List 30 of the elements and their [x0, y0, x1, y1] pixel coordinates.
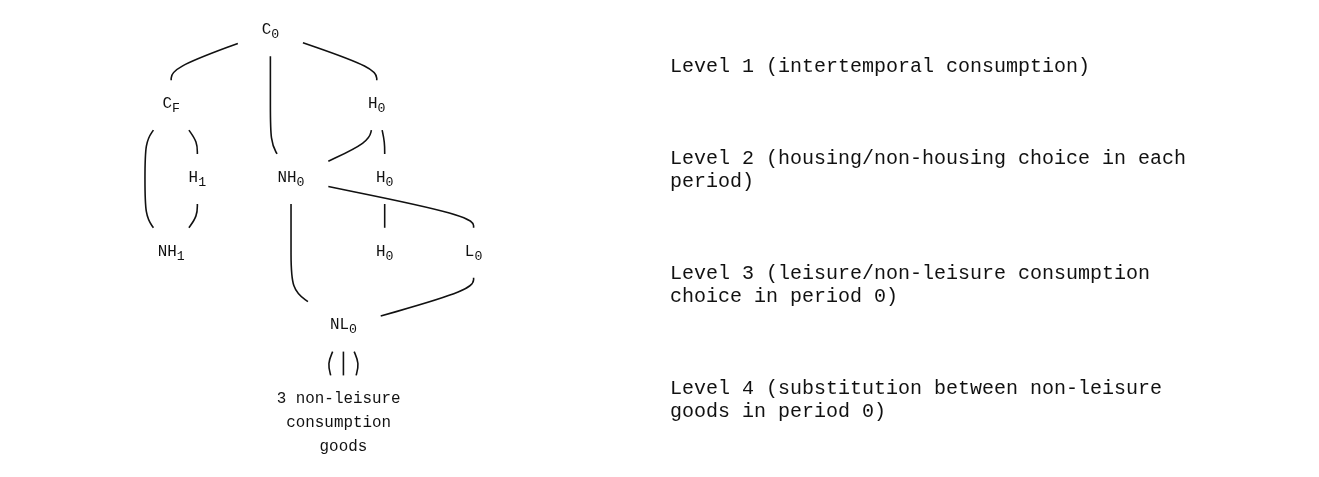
connector	[188, 129, 199, 155]
node-text: H$_{0}$	[375, 242, 394, 264]
connector	[302, 41, 378, 81]
connector	[328, 350, 334, 377]
connector	[144, 129, 155, 229]
connector	[188, 203, 199, 229]
node-text: 3 non-leisure consumption goods	[276, 389, 401, 456]
connector	[353, 350, 359, 377]
level-note: Level 3 (leisure/non-leisure consumption choice in period 0)	[670, 261, 1152, 308]
node-text: NL$_{0}$	[329, 315, 357, 338]
connector	[170, 42, 239, 81]
connector	[290, 203, 309, 303]
connector	[383, 203, 386, 229]
level-note: Level 1 (intertemporal consumption)	[670, 54, 1092, 78]
level-note: Level 4 (substitution between non-leisure goods in period 0)	[670, 376, 1164, 423]
node-text: L$_{0}$	[464, 242, 483, 264]
node-text: H$_{1}$	[188, 168, 207, 190]
connector	[381, 129, 386, 155]
node-text: H$_{0}$	[368, 94, 386, 116]
node-text: C$_{F}$	[162, 94, 180, 116]
node-text: NH$_{0}$	[277, 168, 305, 190]
connector	[327, 185, 475, 229]
connector	[342, 350, 345, 377]
node-text: H$_{0}$	[375, 168, 394, 190]
connector	[379, 277, 475, 317]
node-text: NH$_{1}$	[157, 242, 185, 264]
connector	[269, 55, 278, 155]
connector	[327, 129, 373, 163]
level-note: Level 2 (housing/non-housing choice in each period)	[670, 146, 1188, 193]
node-text: C$_{0}$	[261, 20, 280, 43]
